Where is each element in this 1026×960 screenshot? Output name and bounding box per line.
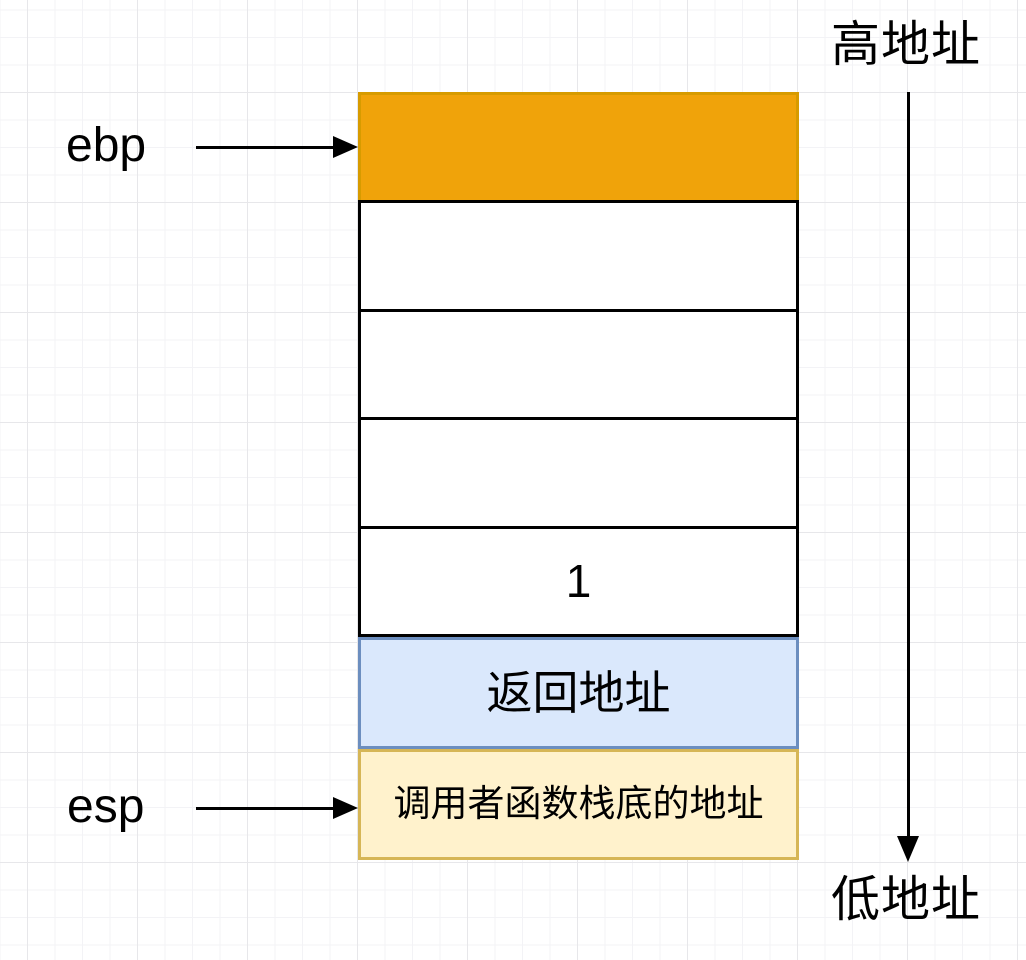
stack-cell-return-address: 返回地址 — [358, 637, 799, 749]
stack-cell-caller-frame-base: 调用者函数栈底的地址 — [358, 748, 799, 860]
esp-arrowhead-icon — [333, 797, 358, 819]
ebp-arrow-shaft — [196, 145, 338, 149]
stack-cell-empty-3 — [358, 417, 799, 529]
stack-cell-empty-1 — [358, 200, 799, 312]
address-arrow-shaft — [906, 92, 910, 837]
ebp-register-label: ebp — [66, 119, 147, 172]
address-direction-arrow — [897, 92, 919, 862]
esp-pointer-arrow — [196, 797, 358, 819]
ebp-arrowhead-icon — [333, 136, 358, 158]
stack-cell-empty-2 — [358, 308, 799, 421]
stack-cell-argument-1: 1 — [358, 525, 799, 638]
stack-cell-frame-top — [358, 92, 799, 204]
esp-register-label: esp — [67, 780, 145, 833]
low-address-label: 低地址 — [831, 873, 982, 927]
high-address-label: 高地址 — [831, 18, 982, 72]
ebp-pointer-arrow — [196, 136, 358, 158]
down-arrowhead-icon — [897, 836, 919, 862]
esp-arrow-shaft — [196, 806, 338, 810]
